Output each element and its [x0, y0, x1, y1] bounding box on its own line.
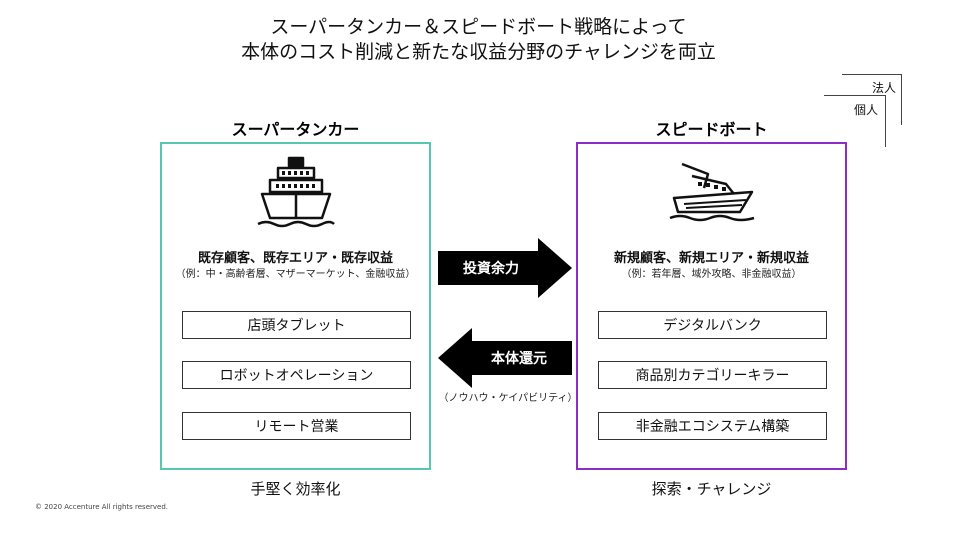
- left-panel-title: スーパータンカー: [231, 120, 360, 139]
- page-title-line2: 本体のコスト削減と新たな収益分野のチャレンジを両立: [241, 41, 716, 63]
- speedboat-icon: [669, 162, 754, 222]
- return-arrow: [438, 328, 572, 388]
- return-sub: （ノウハウ・ケイパビリティ）: [438, 393, 578, 404]
- right-heading: 新規顧客、新規エリア・新規収益: [613, 251, 809, 266]
- item-remote-sales: リモート営業: [182, 412, 411, 440]
- label-houjin: 法人: [872, 81, 897, 95]
- page-title-line1: スーパータンカー＆スピードボート戦略によって: [270, 16, 687, 38]
- copyright: © 2020 Accenture All rights reserved.: [35, 503, 169, 511]
- right-panel-title: スピードボート: [655, 120, 768, 139]
- right-footer: 探索・チャレンジ: [651, 480, 772, 498]
- left-footer: 手堅く効率化: [250, 480, 341, 498]
- item-store-tablet: 店頭タブレット: [182, 311, 411, 339]
- right-example: （例：若年層、域外攻略、非金融収益）: [621, 269, 802, 280]
- item-non-financial-ecosystem: 非金融エコシステム構築: [598, 412, 827, 440]
- ship-icon: [256, 156, 335, 228]
- label-kojin: 個人: [854, 103, 879, 117]
- item-robot-operation: ロボットオペレーション: [182, 361, 411, 389]
- invest-arrow: [438, 238, 572, 298]
- return-label: 本体還元: [491, 351, 547, 367]
- invest-label: 投資余力: [463, 261, 519, 277]
- left-example: （例：中・高齢者層、マザーマーケット、金融収益）: [175, 269, 416, 280]
- speed-boat-panel: 新規顧客、新規エリア・新規収益 （例：若年層、域外攻略、非金融収益） デジタルバ…: [576, 142, 847, 470]
- left-heading: 既存顧客、既存エリア・既存収益: [197, 251, 393, 266]
- item-digital-bank: デジタルバンク: [598, 311, 827, 339]
- super-tanker-panel: 既存顧客、既存エリア・既存収益 （例：中・高齢者層、マザーマーケット、金融収益）…: [160, 142, 431, 470]
- item-category-killer: 商品別カテゴリーキラー: [598, 361, 827, 389]
